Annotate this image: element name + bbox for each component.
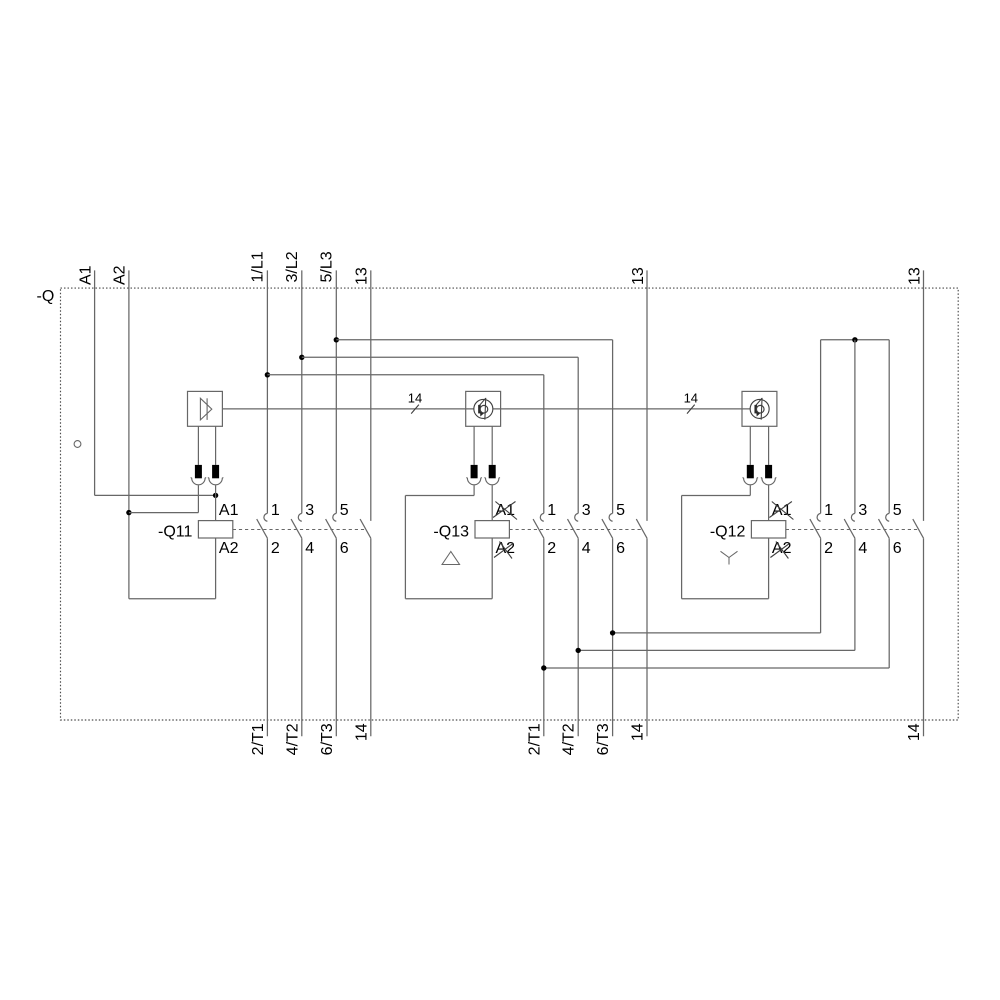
svg-text:-Q11: -Q11 <box>158 523 192 540</box>
svg-text:2/T1: 2/T1 <box>250 723 267 755</box>
svg-text:14: 14 <box>353 723 370 741</box>
svg-text:-Q: -Q <box>37 288 55 305</box>
svg-text:-Q12: -Q12 <box>710 523 746 540</box>
svg-text:14: 14 <box>630 723 647 741</box>
svg-text:2/T1: 2/T1 <box>526 723 543 755</box>
svg-text:A1: A1 <box>496 502 516 519</box>
svg-text:6: 6 <box>340 540 349 557</box>
svg-text:1: 1 <box>271 502 280 519</box>
svg-text:1/L1: 1/L1 <box>249 251 266 282</box>
svg-text:A1: A1 <box>772 502 792 519</box>
svg-text:5/L3: 5/L3 <box>318 251 335 282</box>
svg-text:5: 5 <box>616 502 625 519</box>
svg-text:14: 14 <box>408 391 422 406</box>
svg-text:6: 6 <box>893 540 902 557</box>
svg-text:1: 1 <box>547 502 556 519</box>
svg-text:A2: A2 <box>112 265 129 285</box>
svg-text:2: 2 <box>547 540 556 557</box>
svg-text:4/T2: 4/T2 <box>561 723 578 755</box>
svg-text:6/T3: 6/T3 <box>595 723 612 755</box>
svg-text:3/L2: 3/L2 <box>284 251 301 282</box>
svg-text:3: 3 <box>582 502 591 519</box>
svg-text:4/T2: 4/T2 <box>284 723 301 755</box>
svg-text:3: 3 <box>858 502 867 519</box>
svg-text:A1: A1 <box>77 265 94 285</box>
svg-text:4: 4 <box>858 540 867 557</box>
svg-text:2: 2 <box>271 540 280 557</box>
svg-text:A1: A1 <box>219 502 239 519</box>
svg-text:1: 1 <box>824 502 833 519</box>
svg-text:6: 6 <box>616 540 625 557</box>
svg-text:14: 14 <box>684 391 698 406</box>
svg-text:-Q13: -Q13 <box>433 523 469 540</box>
svg-text:4: 4 <box>582 540 591 557</box>
svg-text:3: 3 <box>305 502 314 519</box>
svg-text:2: 2 <box>824 540 833 557</box>
svg-text:14: 14 <box>906 723 923 741</box>
svg-text:4: 4 <box>305 540 314 557</box>
svg-text:13: 13 <box>354 267 371 285</box>
svg-text:13: 13 <box>906 267 923 285</box>
svg-text:A2: A2 <box>219 540 239 557</box>
svg-text:5: 5 <box>340 502 349 519</box>
svg-text:13: 13 <box>630 267 647 285</box>
svg-text:6/T3: 6/T3 <box>319 723 336 755</box>
svg-text:5: 5 <box>893 502 902 519</box>
